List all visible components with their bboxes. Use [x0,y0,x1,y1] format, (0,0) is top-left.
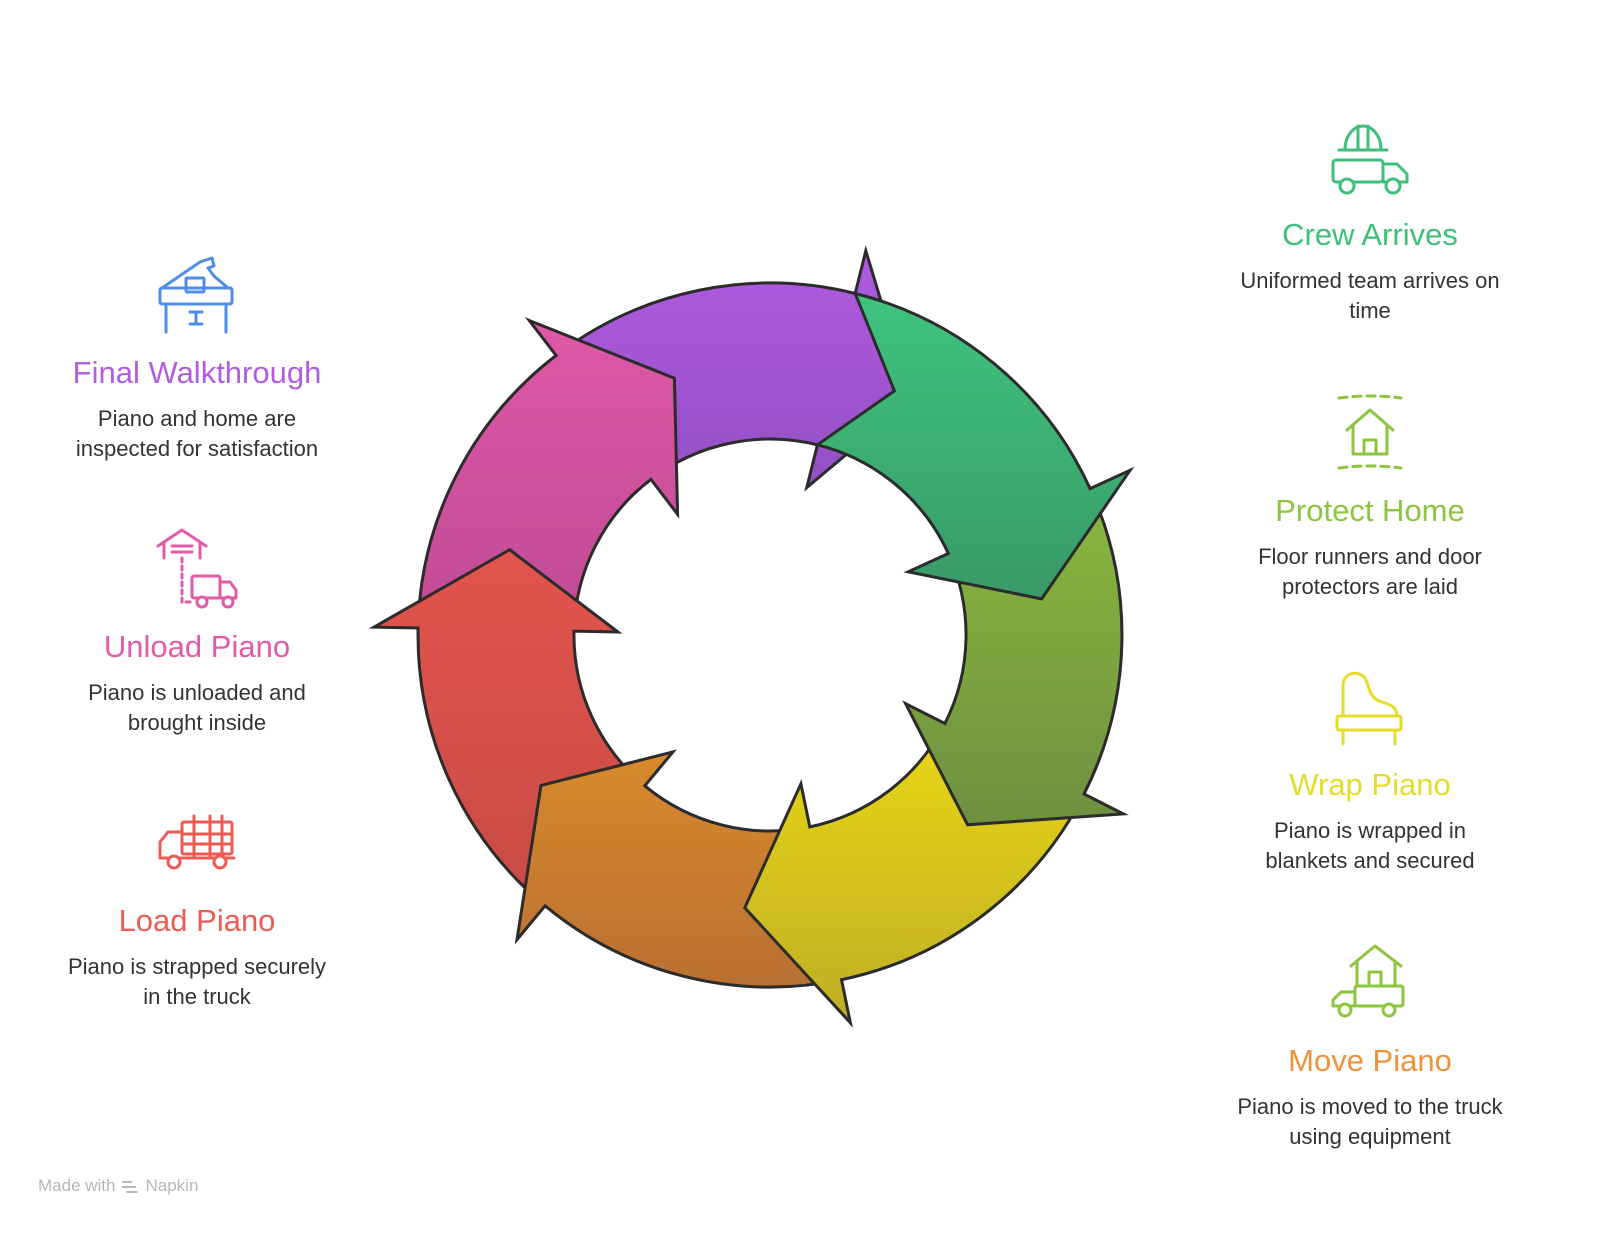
made-with-napkin: Made with Napkin [38,1176,198,1196]
garage-truck-icon [156,528,238,609]
cycle-arrow-crew-arrives [813,291,1135,601]
napkin-logo-icon [122,1181,139,1193]
napkin-brand: Napkin [145,1176,199,1195]
cycle-arrow-move-piano [514,749,845,989]
truck-house-icon [1331,944,1405,1018]
step-title: Wrap Piano [1289,767,1451,802]
made-with-label: Made with [38,1176,116,1195]
step-title: Crew Arrives [1282,217,1458,252]
cycle-arrow-load-piano [368,547,649,909]
house-shield-icon [1337,394,1403,470]
truck-hardhat-icon [1331,124,1409,195]
step-title: Unload Piano [103,629,291,664]
cycle-arrow-unload-piano [416,317,680,635]
step-title: Load Piano [118,903,276,938]
step-title: Protect Home [1275,493,1465,528]
step-title: Move Piano [1288,1043,1452,1078]
grand-piano-icon [1335,671,1403,746]
step-title: Final Walkthrough [72,355,322,390]
loaded-truck-icon [158,814,236,870]
cycle-arrow-wrap-piano [743,719,1087,1028]
cycle-arrow-final-walkthrough [552,245,913,492]
piano-desk-icon [158,256,234,334]
